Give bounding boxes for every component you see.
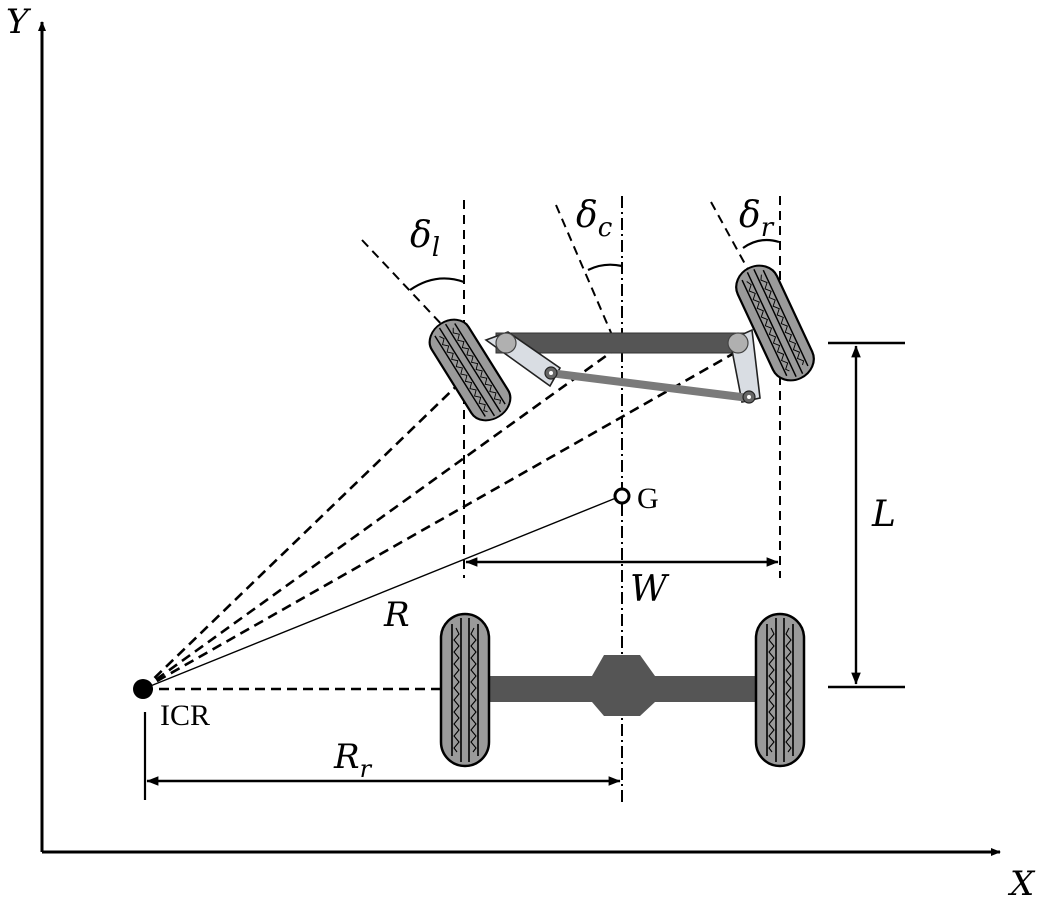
delta-right-symbol: δ <box>739 195 761 236</box>
rear-radius-label: Rr <box>333 737 373 783</box>
ray-to-right-wheel <box>142 341 753 691</box>
wheelbase-dimension: L <box>828 341 905 689</box>
cg-label: G <box>637 482 659 515</box>
right-angle-arc <box>742 238 780 249</box>
delta-right-subscript: r <box>761 213 775 243</box>
left-kingpin <box>495 332 517 354</box>
ray-to-left-wheel <box>142 372 471 690</box>
rear-radius-subscript: r <box>360 755 373 783</box>
rear-axle-assembly <box>486 655 758 716</box>
rear-radius-symbol: R <box>333 737 360 777</box>
center-heading-line <box>555 204 613 336</box>
differential-housing <box>592 655 655 716</box>
delta-left-symbol: δ <box>410 215 432 256</box>
rear-radius-dimension: Rr <box>143 712 621 800</box>
left-tie-rod-joint-dot <box>549 371 553 375</box>
rear-right-wheel <box>754 612 806 768</box>
delta-left-subscript: l <box>432 233 440 263</box>
angle-arcs <box>409 238 780 291</box>
tie-rod <box>546 369 753 402</box>
rear-left-wheel <box>439 612 491 768</box>
track-width-label: W <box>630 569 670 610</box>
delta-left-label: δl <box>410 215 440 263</box>
center-of-gravity: G <box>613 482 659 515</box>
center-angle-arc <box>587 263 623 271</box>
wheelbase-label: L <box>871 494 896 535</box>
radius-line <box>142 497 617 690</box>
right-tie-rod-joint-dot <box>747 395 751 399</box>
x-axis-label: X <box>1007 864 1036 902</box>
delta-center-symbol: δ <box>576 195 598 236</box>
icr-point <box>133 679 153 699</box>
right-kingpin <box>727 332 749 354</box>
track-width-dimension: W <box>465 557 779 610</box>
delta-center-label: δc <box>576 195 613 243</box>
front-left-wheel <box>421 311 519 429</box>
delta-right-label: δr <box>739 195 775 243</box>
y-axis-label: Y <box>6 2 32 42</box>
delta-center-subscript: c <box>598 213 613 243</box>
instant-center-of-rotation: ICR <box>133 679 210 732</box>
coordinate-axes: Y X <box>6 2 1036 902</box>
front-steering-linkage <box>484 328 761 404</box>
angle-labels: δl δc δr <box>410 195 775 263</box>
left-angle-arc <box>409 277 465 291</box>
ray-to-axle-center <box>142 346 618 691</box>
icr-label: ICR <box>160 699 210 732</box>
icr-rays <box>142 341 753 691</box>
cg-marker <box>613 487 631 505</box>
radius-label: R <box>383 595 410 635</box>
